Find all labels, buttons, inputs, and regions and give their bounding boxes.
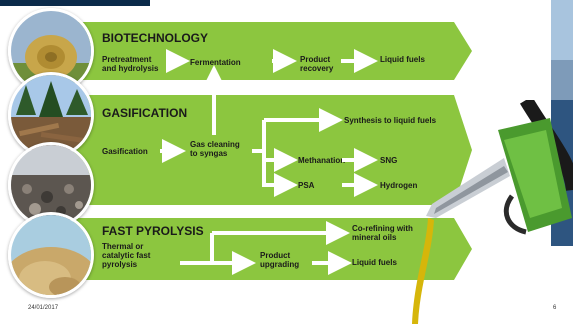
sng-node: SNG <box>380 156 398 165</box>
footer-date: 24/01/2017 <box>28 305 59 311</box>
forest-residue-photo <box>8 72 94 158</box>
sawdust-photo <box>8 212 94 298</box>
gasification-node: Gasification <box>102 147 148 156</box>
liquid-fuels-node-2: Liquid fuels <box>352 258 397 267</box>
gas-cleaning-node: Gas cleaning to syngas <box>190 140 240 158</box>
psa-node: PSA <box>298 181 315 190</box>
synthesis-node: Synthesis to liquid fuels <box>344 116 437 125</box>
product-upgrading-node: Product upgrading <box>260 251 300 269</box>
band-title-fast-pyrolysis: FAST PYROLYSIS <box>102 224 204 238</box>
band-title-gasification: GASIFICATION <box>102 106 188 120</box>
thermal-pyrolysis-node: Thermal or catalytic fast pyrolysis <box>102 242 151 269</box>
fermentation-node: Fermentation <box>190 58 241 67</box>
fuel-nozzle-icon <box>412 100 573 324</box>
methanation-node: Methanation <box>298 156 346 165</box>
title-bar-fragment <box>0 0 150 6</box>
band-fast-pyrolysis: FAST PYROLYSIS Thermal or catalytic fast… <box>62 218 472 280</box>
pretreatment-node: Pretreatment and hydrolysis <box>102 55 159 73</box>
hydrogen-node: Hydrogen <box>380 181 418 190</box>
liquid-fuels-node: Liquid fuels <box>380 55 425 64</box>
co-refining-node: Co-refining with mineral oils <box>352 224 413 242</box>
band-title-biotechnology: BIOTECHNOLOGY <box>102 31 209 45</box>
band-fast-pyrolysis-shape <box>62 218 472 280</box>
product-recovery-node: Product recovery <box>300 55 334 73</box>
footer-page-number: 6 <box>553 305 557 311</box>
